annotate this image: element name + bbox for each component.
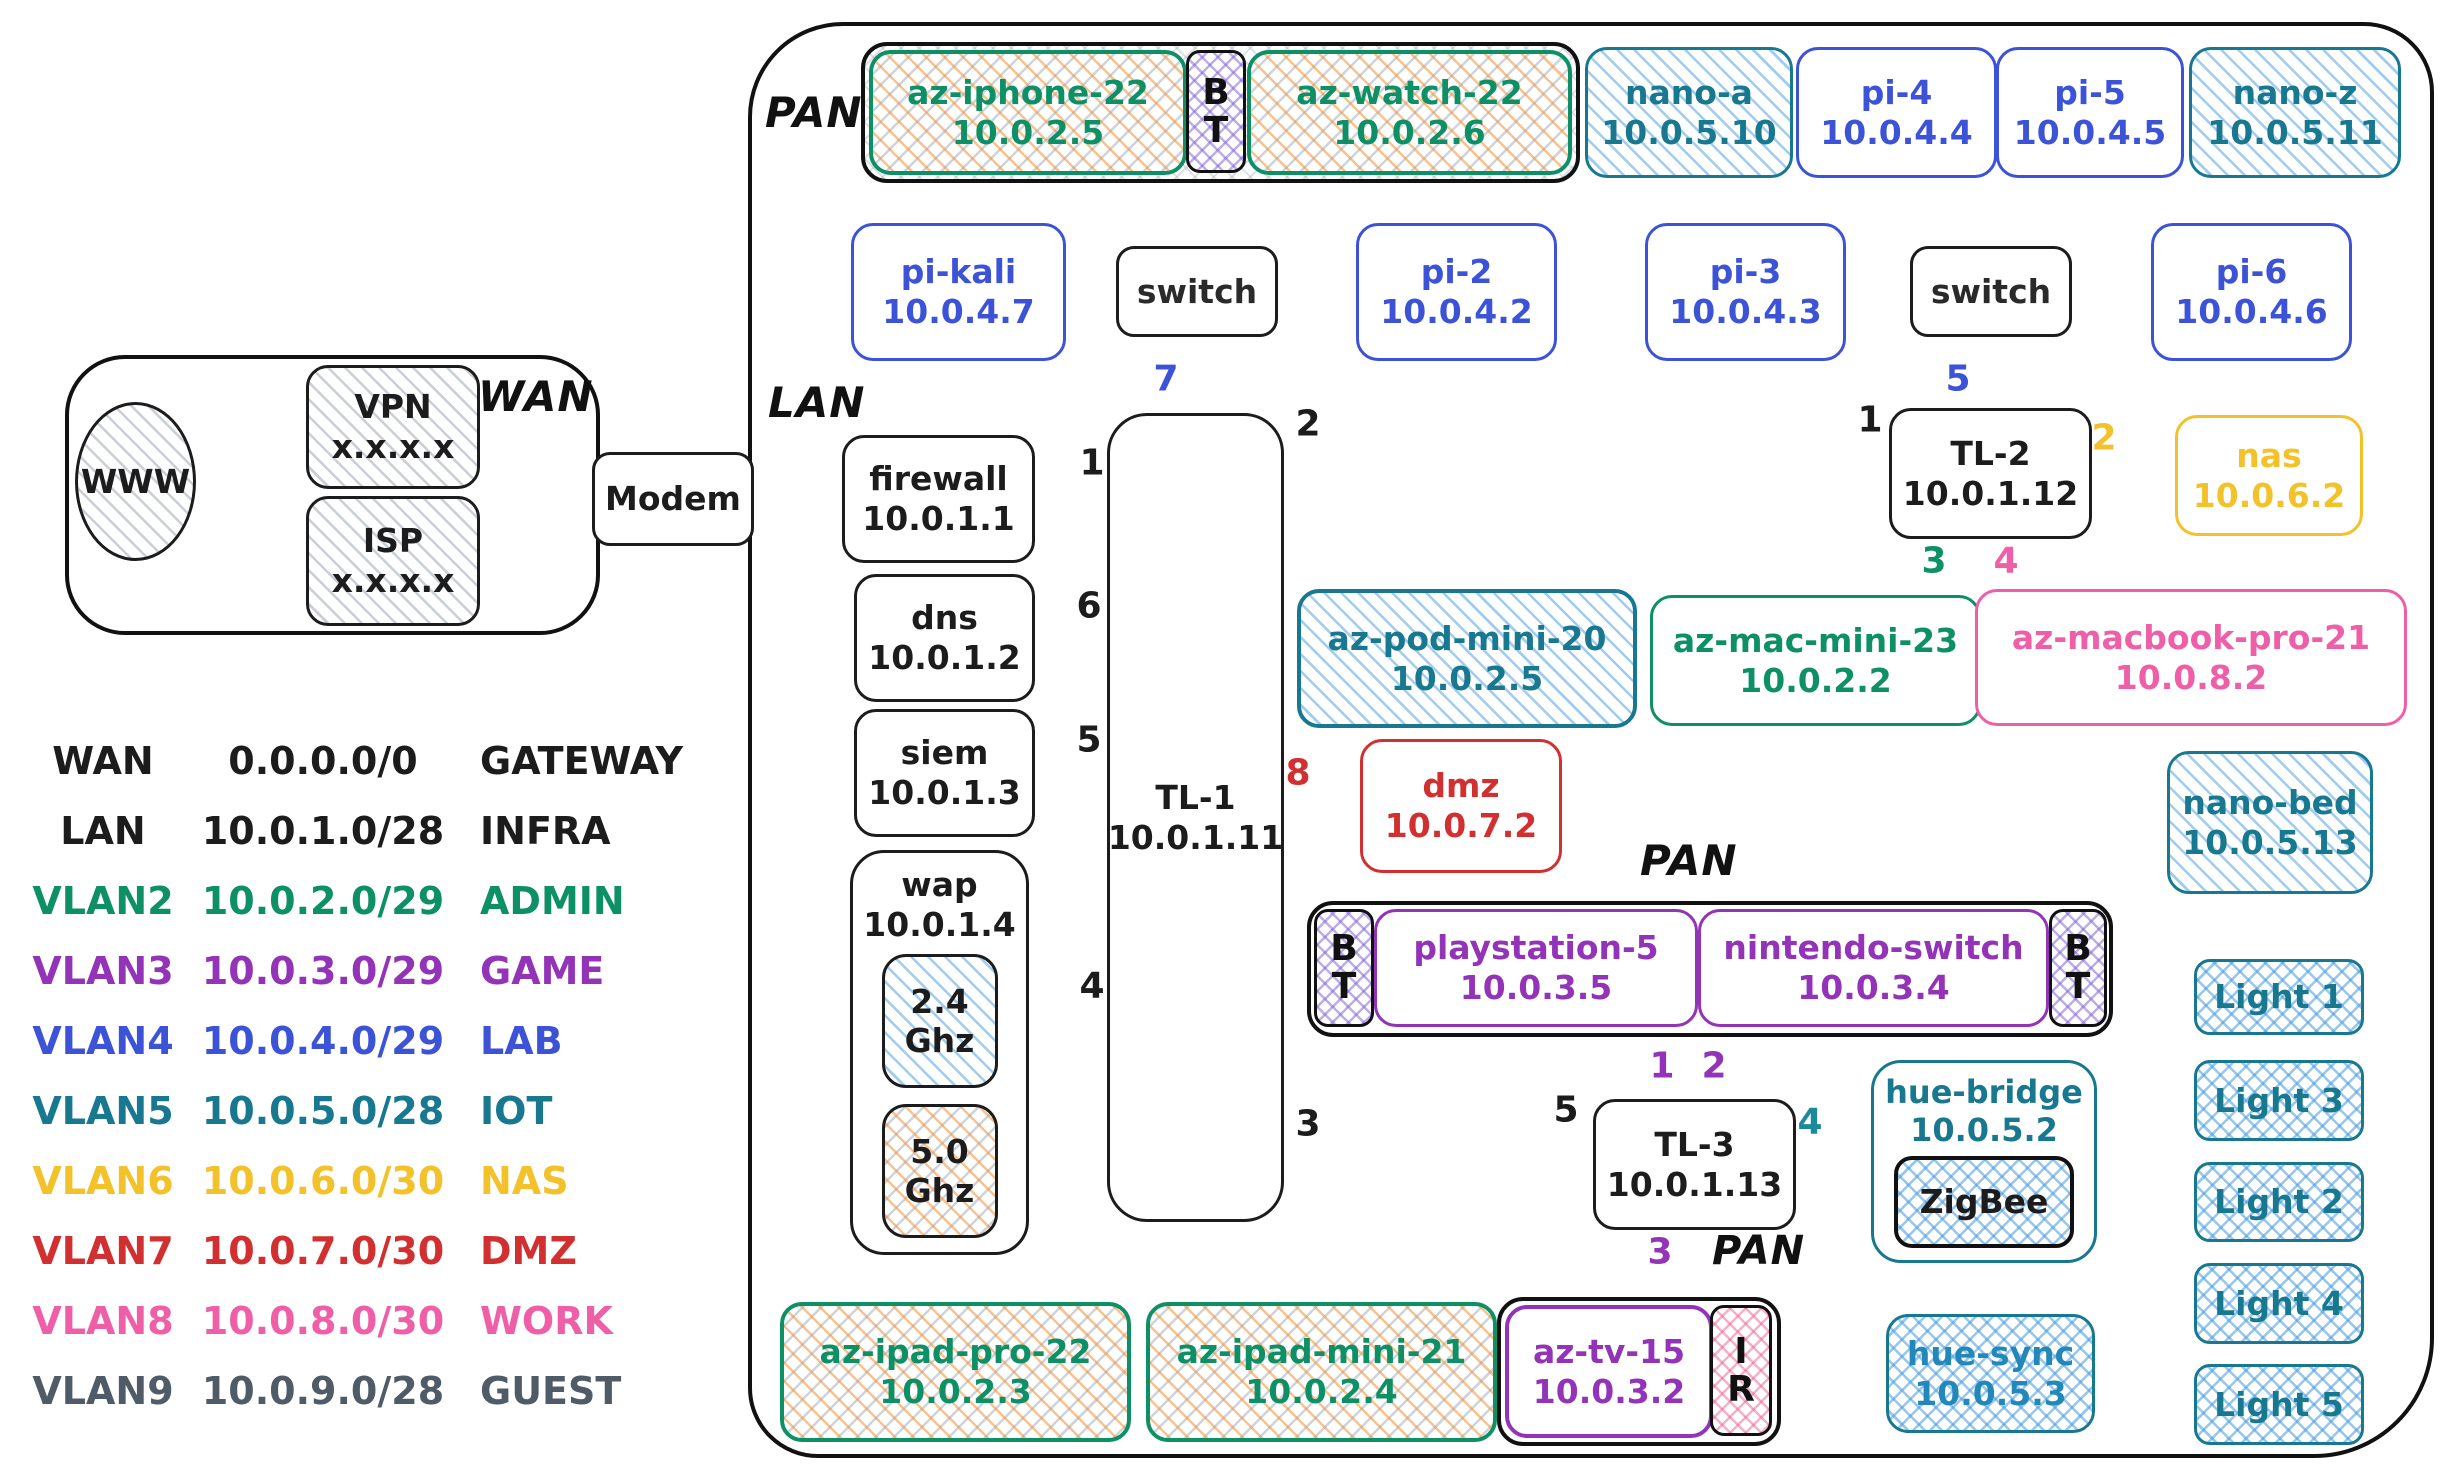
light-3-node: Light 3: [2194, 1060, 2364, 1141]
port-tl2-tl1: 1: [1857, 399, 1883, 441]
nano-bed-node: nano-bed 10.0.5.13: [2167, 751, 2373, 894]
port-switch1-tl1: 7: [1153, 358, 1179, 400]
dns-node: dns 10.0.1.2: [854, 574, 1035, 702]
legend-row-vlan3: VLAN3 10.0.3.0/29 GAME: [32, 949, 605, 993]
wifi-24ghz-band: 2.4 Ghz: [881, 954, 998, 1089]
legend-row-vlan4: VLAN4 10.0.4.0/29 LAB: [32, 1019, 563, 1063]
switch-1-node: switch: [1116, 246, 1278, 337]
pi-4-node: pi-4 10.0.4.4: [1796, 47, 1997, 178]
light-4-node: Light 4: [2194, 1263, 2364, 1344]
az-tv-node: az-tv-15 10.0.3.2: [1505, 1305, 1713, 1438]
port-tl3-tv: 3: [1647, 1231, 1673, 1273]
az-watch-node: az-watch-22 10.0.2.6: [1247, 50, 1572, 175]
legend-row-lan: LAN 10.0.1.0/28 INFRA: [60, 809, 611, 853]
www-cloud: WWW: [75, 402, 196, 561]
hue-bridge-node: hue-bridge 10.0.5.2 ZigBee: [1871, 1060, 2097, 1263]
wan-label: WAN: [478, 372, 594, 421]
zigbee-node: ZigBee: [1894, 1155, 2074, 1248]
nano-a-node: nano-a 10.0.5.10: [1585, 47, 1793, 178]
az-pod-mini-node: az-pod-mini-20 10.0.2.5: [1297, 589, 1637, 728]
light-5-node: Light 5: [2194, 1364, 2364, 1445]
vlan-legend: WAN 0.0.0.0/0 GATEWAY LAN 10.0.1.0/28 IN…: [28, 726, 718, 1426]
port-siem-tl1: 5: [1076, 719, 1102, 761]
firewall-node: firewall 10.0.1.1: [842, 435, 1035, 563]
az-macbook-pro-node: az-macbook-pro-21 10.0.8.2: [1975, 589, 2407, 726]
legend-row-vlan7: VLAN7 10.0.7.0/30 DMZ: [32, 1229, 577, 1273]
legend-row-vlan6: VLAN6 10.0.6.0/30 NAS: [32, 1159, 569, 1203]
legend-row-vlan5: VLAN5 10.0.5.0/28 IOT: [32, 1089, 553, 1133]
pan-bottom-label: PAN: [1712, 1228, 1806, 1274]
port-tl3-playstation: 1: [1649, 1045, 1675, 1087]
infrared-badge-tv: IR: [1710, 1305, 1772, 1436]
pi-5-node: pi-5 10.0.4.5: [1996, 47, 2184, 178]
nas-node: nas 10.0.6.2: [2175, 415, 2363, 536]
bluetooth-badge-nintendo: BT: [2049, 909, 2107, 1027]
port-tl1-tl2: 2: [1295, 403, 1321, 445]
tl1-switch-node: TL-1 10.0.1.11: [1107, 413, 1284, 1222]
wap-node: wap 10.0.1.4 2.4 Ghz 5.0 Ghz: [850, 850, 1029, 1255]
wifi-50ghz-band: 5.0 Ghz: [881, 1104, 998, 1239]
port-tl1-dmz: 8: [1285, 752, 1311, 794]
legend-row-wan: WAN 0.0.0.0/0 GATEWAY: [52, 739, 684, 783]
az-mac-mini-node: az-mac-mini-23 10.0.2.2: [1650, 595, 1981, 726]
az-ipad-pro-node: az-ipad-pro-22 10.0.2.3: [780, 1302, 1131, 1442]
nintendo-switch-node: nintendo-switch 10.0.3.4: [1698, 909, 2049, 1027]
az-ipad-mini-node: az-ipad-mini-21 10.0.2.4: [1146, 1302, 1497, 1442]
port-tl2-macmini: 3: [1921, 540, 1947, 582]
port-tl2-macbook: 4: [1993, 540, 2019, 582]
legend-row-vlan2: VLAN2 10.0.2.0/29 ADMIN: [32, 879, 625, 923]
lan-label: LAN: [768, 378, 866, 427]
tl3-switch-node: TL-3 10.0.1.13: [1593, 1099, 1796, 1230]
bluetooth-badge-playstation: BT: [1314, 909, 1374, 1027]
port-tl3-nintendo: 2: [1701, 1045, 1727, 1087]
hue-sync-node: hue-sync 10.0.5.3: [1886, 1314, 2095, 1433]
pi-6-node: pi-6 10.0.4.6: [2151, 223, 2352, 361]
isp-node: ISP x.x.x.x: [306, 496, 480, 626]
port-tl3-hue: 4: [1797, 1101, 1823, 1143]
modem-node: Modem: [592, 452, 754, 546]
pi-3-node: pi-3 10.0.4.3: [1645, 223, 1846, 361]
tl2-switch-node: TL-2 10.0.1.12: [1889, 408, 2092, 539]
pi-kali-node: pi-kali 10.0.4.7: [851, 223, 1066, 361]
pi-2-node: pi-2 10.0.4.2: [1356, 223, 1557, 361]
port-tl2-nas: 2: [2091, 417, 2117, 459]
light-1-node: Light 1: [2194, 959, 2364, 1035]
pan-mid-label: PAN: [1640, 836, 1738, 885]
playstation-node: playstation-5 10.0.3.5: [1374, 909, 1698, 1027]
light-2-node: Light 2: [2194, 1162, 2364, 1242]
port-wap-tl1: 4: [1079, 965, 1105, 1007]
port-firewall-tl1: 1: [1079, 442, 1105, 484]
port-switch2-tl2: 5: [1945, 358, 1971, 400]
bluetooth-badge-phone: BT: [1186, 50, 1246, 173]
siem-node: siem 10.0.1.3: [854, 709, 1035, 837]
switch-2-node: switch: [1910, 246, 2072, 337]
www-label: WWW: [80, 461, 191, 501]
dmz-node: dmz 10.0.7.2: [1360, 739, 1562, 873]
port-tl1-tl3: 3: [1295, 1103, 1321, 1145]
legend-row-vlan9: VLAN9 10.0.9.0/28 GUEST: [32, 1369, 622, 1413]
port-dns-tl1: 6: [1076, 585, 1102, 627]
legend-row-vlan8: VLAN8 10.0.8.0/30 WORK: [32, 1299, 613, 1343]
nano-z-node: nano-z 10.0.5.11: [2189, 47, 2401, 178]
vpn-node: VPN x.x.x.x: [306, 365, 480, 489]
az-iphone-node: az-iphone-22 10.0.2.5: [869, 50, 1187, 175]
pan-top-label: PAN: [765, 88, 863, 137]
port-tl3-tl1: 5: [1553, 1089, 1579, 1131]
